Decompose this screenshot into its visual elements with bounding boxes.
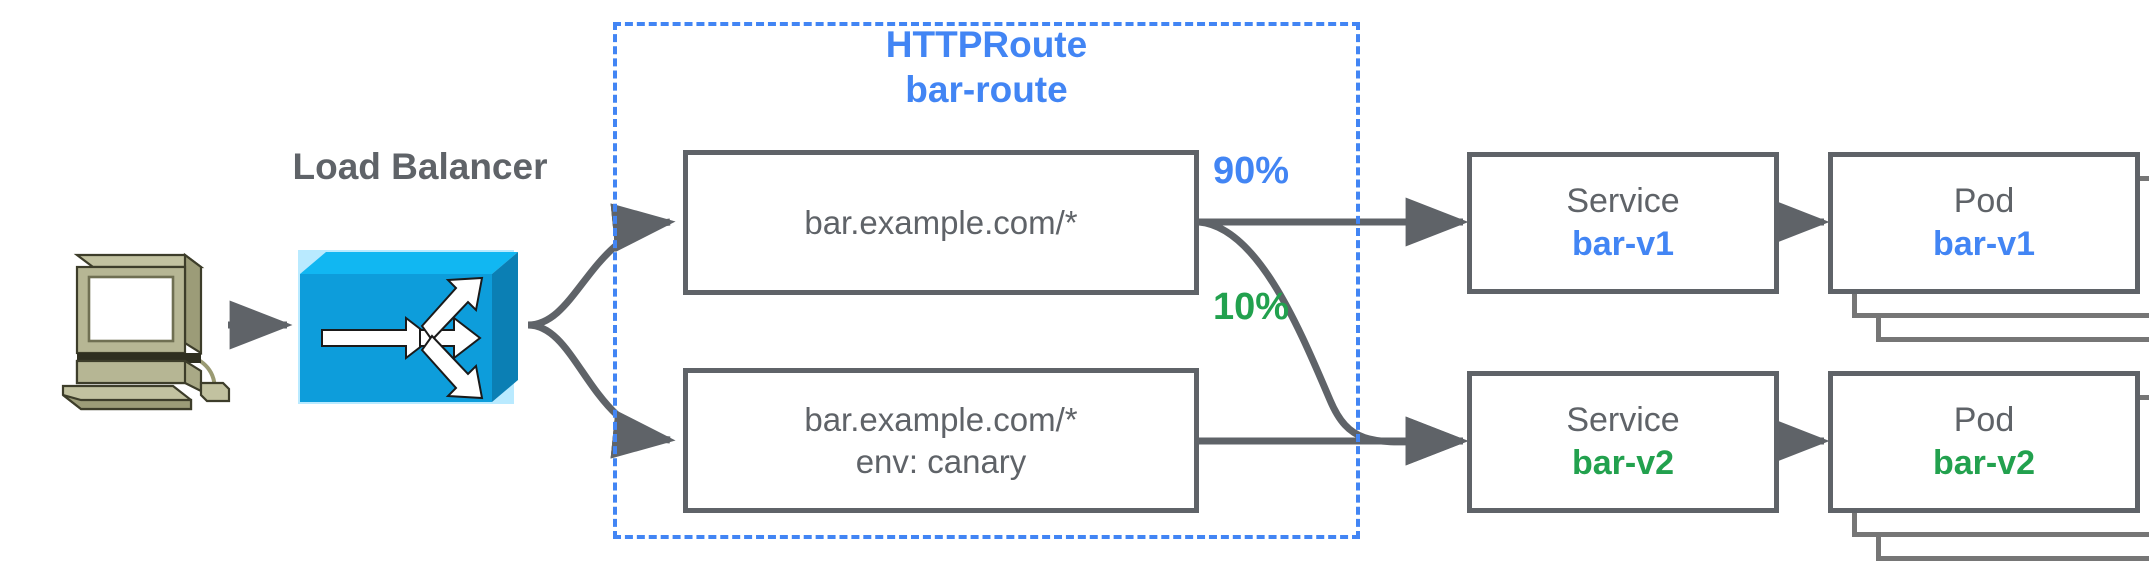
pod-v1-name-label: bar-v1 xyxy=(1932,225,2036,263)
httproute-title: HTTPRoute bar-route xyxy=(613,22,1360,112)
service-v2-name-label: bar-v2 xyxy=(1571,444,1675,482)
pod-v1-text: Pod bar-v1 xyxy=(1833,157,2135,289)
service-v2-text: Service bar-v2 xyxy=(1472,376,1774,508)
service-v1-kind-label: Service xyxy=(1566,182,1680,221)
httproute-name-label: bar-route xyxy=(905,69,1068,111)
service-box-bar-v1[interactable]: Service bar-v1 xyxy=(1467,152,1779,294)
pod-stack-bar-v1[interactable]: Pod bar-v1 xyxy=(1828,152,2149,347)
service-v1-name-label: bar-v1 xyxy=(1571,225,1675,263)
weight-label-90: 90% xyxy=(1213,150,1290,192)
rule-primary-text: bar.example.com/* xyxy=(688,155,1194,290)
httproute-boundary xyxy=(613,22,1360,539)
rule-box-canary[interactable]: bar.example.com/* env: canary xyxy=(683,368,1199,513)
load-balancer-label: Load Balancer xyxy=(292,146,548,187)
httproute-kind-label: HTTPRoute xyxy=(885,24,1088,65)
pod-v1-kind-label: Pod xyxy=(1953,182,2015,221)
pod-stack-bar-v2[interactable]: Pod bar-v2 xyxy=(1828,371,2149,566)
pod-v2-text: Pod bar-v2 xyxy=(1833,376,2135,508)
pod-replica-sheet-1[interactable]: Pod bar-v2 xyxy=(1828,371,2140,513)
rule-canary-match-line-1: bar.example.com/* xyxy=(804,400,1078,438)
pod-v2-kind-label: Pod xyxy=(1953,401,2015,440)
rule-canary-text: bar.example.com/* env: canary xyxy=(688,373,1194,508)
load-balancer-icon xyxy=(296,248,536,408)
rule-box-primary[interactable]: bar.example.com/* xyxy=(683,150,1199,295)
service-box-bar-v2[interactable]: Service bar-v2 xyxy=(1467,371,1779,513)
arrow-lb-to-rule-canary xyxy=(527,321,676,459)
pod-replica-sheet-1[interactable]: Pod bar-v1 xyxy=(1828,152,2140,294)
service-v1-text: Service bar-v1 xyxy=(1472,157,1774,289)
service-v2-kind-label: Service xyxy=(1566,401,1680,440)
pod-v2-name-label: bar-v2 xyxy=(1932,444,2036,482)
arrow-lb-to-rule-primary xyxy=(527,203,676,329)
rule-canary-match-line-2: env: canary xyxy=(855,442,1027,480)
rule-primary-match-line-1: bar.example.com/* xyxy=(804,203,1078,241)
weight-label-10: 10% xyxy=(1213,286,1290,328)
desktop-computer-icon xyxy=(45,243,235,418)
